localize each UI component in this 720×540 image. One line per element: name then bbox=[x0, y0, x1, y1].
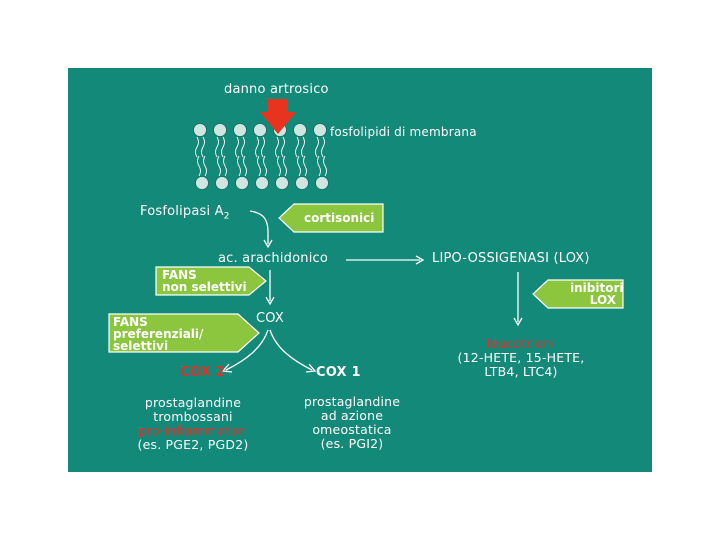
label-arachidonic: ac. arachidonico bbox=[218, 251, 329, 266]
phospholipid-top-5 bbox=[293, 123, 307, 158]
phospholipid-bottom-2 bbox=[235, 155, 249, 190]
label-lox: LIPO-OSSIGENASI (LOX) bbox=[432, 251, 590, 266]
label-pg-homeo-1: prostaglandine bbox=[303, 394, 401, 409]
phospholipid-top-0 bbox=[193, 123, 207, 158]
phospholipid-bottom-0 bbox=[195, 155, 209, 190]
label-phospholipids: fosfolipidi di membrana bbox=[330, 125, 477, 139]
label-pg-inflam-4: (es. PGE2, PGD2) bbox=[137, 437, 249, 452]
label-cox: COX bbox=[256, 311, 284, 326]
damage-arrow bbox=[260, 99, 296, 134]
label-leukotrienes-line1: (12-HETE, 15-HETE, bbox=[457, 350, 585, 365]
label-pg-homeo-2: ad azione bbox=[320, 408, 384, 423]
arrow-cox-to-cox2 bbox=[225, 329, 269, 371]
phospholipid-bottom-3 bbox=[255, 155, 269, 190]
label-damage: danno artrosico bbox=[224, 82, 329, 97]
label-pg-inflam-1: prostaglandine bbox=[144, 395, 242, 410]
phospholipid-top-1 bbox=[213, 123, 227, 158]
label-phospholipase: Fosfolipasi A2 bbox=[140, 204, 230, 222]
label-cox1: COX 1 bbox=[316, 365, 361, 380]
label-pg-inflam-2: trombossani bbox=[153, 409, 233, 424]
membrane-bilayer bbox=[193, 123, 329, 190]
arrow-cox-to-cox1 bbox=[269, 329, 313, 371]
phospholipid-bottom-1 bbox=[215, 155, 229, 190]
phospholipid-top-6 bbox=[313, 123, 327, 158]
phospholipid-top-2 bbox=[233, 123, 247, 158]
phospholipid-bottom-5 bbox=[295, 155, 309, 190]
label-pg-homeo-4: (es. PGI2) bbox=[320, 436, 384, 451]
arrow-phospholipase-to-arachidonic bbox=[249, 210, 269, 244]
label-pg-homeo-3: omeostatica bbox=[312, 422, 392, 437]
phospholipid-bottom-6 bbox=[315, 155, 329, 190]
label-cox2: COX 2 bbox=[180, 365, 225, 380]
phospholipid-top-3 bbox=[253, 123, 267, 158]
tag-cortisonici: cortisonici bbox=[278, 203, 384, 233]
label-leukotrienes: leucotrieni bbox=[486, 336, 556, 351]
phospholipid-bottom-4 bbox=[275, 155, 289, 190]
label-leukotrienes-line2: LTB4, LTC4) bbox=[484, 364, 558, 379]
label-pg-inflam-3: pro-infiammatori bbox=[138, 423, 248, 438]
